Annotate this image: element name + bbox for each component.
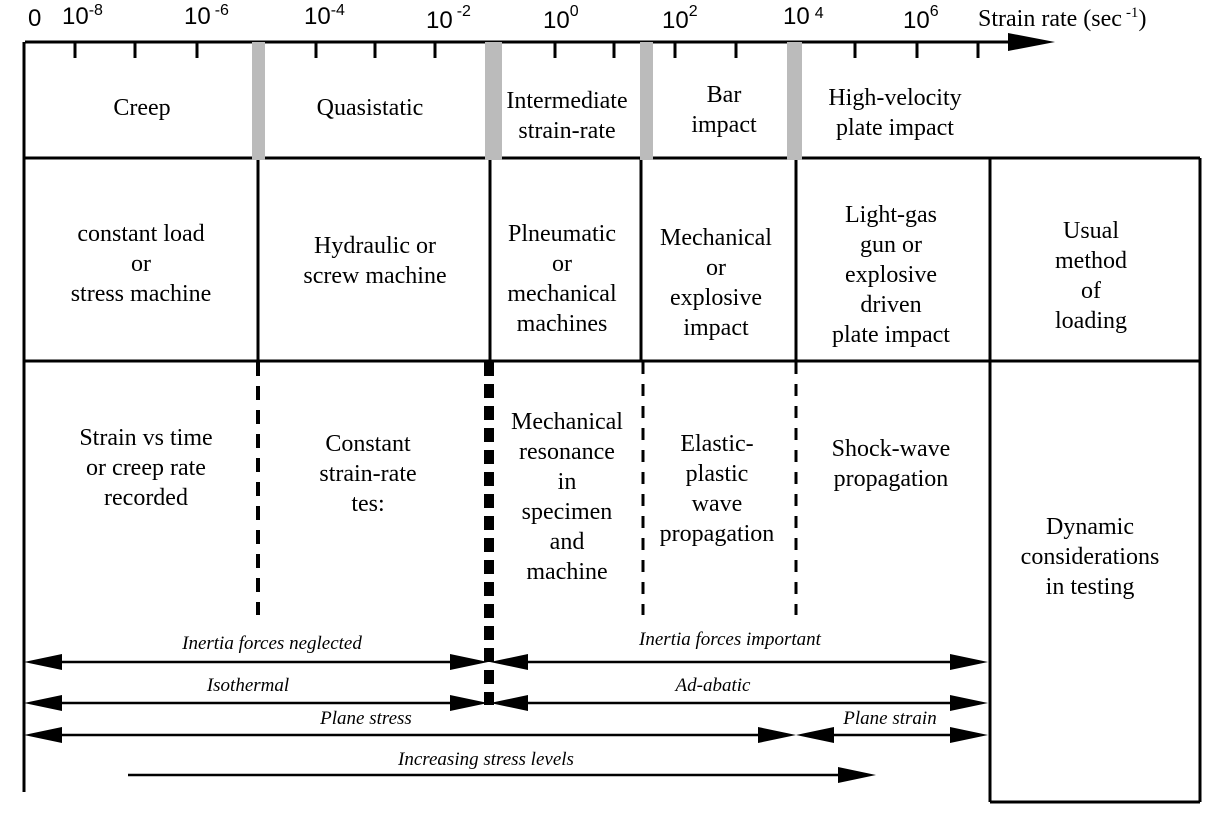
axis-ticks (73, 42, 980, 58)
arrow-adiabatic (490, 695, 988, 711)
dynamic-row-dividers (256, 362, 798, 705)
arrow-plane-strain (796, 727, 988, 743)
arrow-inertia-neglected (24, 654, 488, 670)
axis-tick-label: 106 (903, 3, 939, 34)
axis-tick-label: 10-4 (304, 2, 345, 30)
arrow-increasing-stress (128, 767, 876, 783)
range-arrows (24, 654, 988, 783)
axis-arrowhead (1008, 33, 1055, 51)
arrow-isothermal (24, 695, 488, 711)
table-frame (22, 42, 1202, 804)
axis-zero-label: 0 (28, 5, 41, 32)
regime-creep: Creep (113, 95, 170, 121)
axis-tick-label: 10-8 (62, 2, 103, 30)
axis-tick-label: 102 (662, 3, 698, 34)
label-inertia-neglected: Inertia forces neglected (181, 633, 362, 654)
regime-quasistatic: Quasistatic (317, 95, 424, 121)
arrow-inertia-important (490, 654, 988, 670)
label-plane-stress: Plane stress (319, 708, 412, 729)
label-increasing-stress: Increasing stress levels (397, 749, 574, 770)
label-plane-strain: Plane strain (842, 708, 936, 729)
arrow-plane-stress (24, 727, 796, 743)
label-isothermal: Isothermal (206, 675, 289, 696)
axis-tick-label: 100 (543, 3, 579, 34)
axis-title: Strain rate (sec-1) (978, 5, 1146, 32)
label-inertia-important: Inertia forces important (638, 629, 822, 650)
label-adiabatic: Ad-abatic (674, 675, 751, 696)
axis-tick-label: 10-6 (184, 2, 229, 30)
regime-separators (252, 42, 802, 160)
axis-tick-label: 10-2 (426, 3, 471, 34)
